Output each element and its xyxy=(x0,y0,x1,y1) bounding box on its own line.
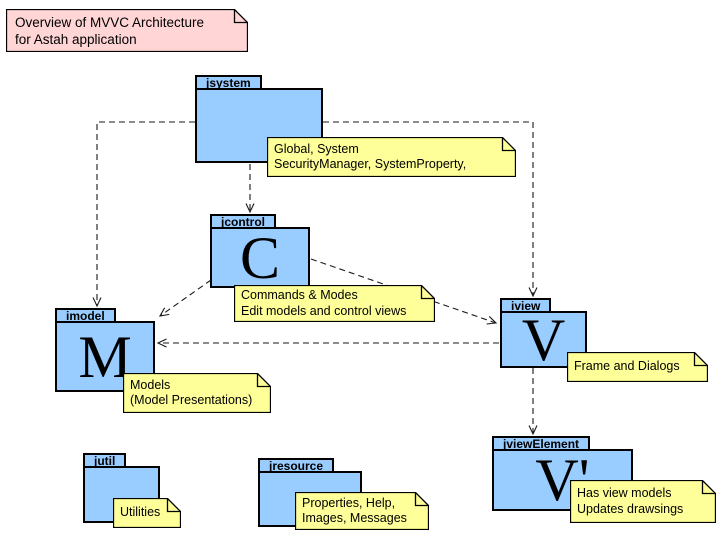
package-imodel-letter: M xyxy=(78,323,132,390)
dependency-jcontrol-to-imodel[interactable] xyxy=(158,279,212,317)
package-jresource-tab: jresource xyxy=(258,458,335,473)
note-imodel[interactable]: Models (Model Presentations) xyxy=(123,373,271,413)
package-jviewElement-tab: jviewElement xyxy=(492,436,591,451)
package-jsystem-label: jsystem xyxy=(206,76,251,90)
package-jutil-label: jutil xyxy=(94,454,116,468)
dependency-jsystem-to-imodel[interactable] xyxy=(92,121,195,308)
note-paper-shape xyxy=(113,498,181,528)
note-jresource[interactable]: Properties, Help, Images, Messages xyxy=(295,492,429,530)
note-paper-shape xyxy=(267,137,516,177)
package-jviewElement-label: jviewElement xyxy=(503,437,580,451)
package-imodel-tab: imodel xyxy=(55,308,116,323)
note-jviewElement-line2: Updates drawsings xyxy=(577,501,684,516)
note-paper-shape xyxy=(6,9,248,52)
note-jviewElement-line1: Has view models xyxy=(577,486,672,500)
package-jcontrol-label: jcontrol xyxy=(221,215,265,229)
package-iview-tab: iview xyxy=(500,298,552,313)
note-jsystem[interactable]: Global, System SecurityManager, SystemPr… xyxy=(267,137,516,177)
note-paper-shape xyxy=(123,373,271,413)
note-jsystem-line2: SecurityManager, SystemProperty, xyxy=(274,157,467,171)
note-iview-line1: Frame and Dialogs xyxy=(574,359,680,374)
note-diagram-title[interactable]: Overview of MVVC Architecture for Astah … xyxy=(6,9,248,52)
note-title-line1: Overview of MVVC Architecture xyxy=(15,14,205,30)
package-jcontrol[interactable]: jcontrol C xyxy=(210,214,310,288)
package-jcontrol-tab: jcontrol xyxy=(210,214,276,229)
dependency-jcontrol-to-iview[interactable] xyxy=(310,258,498,325)
package-imodel-label: imodel xyxy=(66,309,105,323)
note-paper-shape xyxy=(570,480,716,523)
note-jutil-line1: Utilities xyxy=(120,505,161,520)
package-jcontrol-body: C xyxy=(210,227,310,288)
note-iview[interactable]: Frame and Dialogs xyxy=(567,352,708,382)
note-jresource-line2: Images, Messages xyxy=(302,511,407,525)
note-paper-shape xyxy=(234,285,435,322)
package-jresource-label: jresource xyxy=(269,459,324,473)
note-jcontrol-line2: Edit models and control views xyxy=(241,303,407,318)
note-jcontrol-line1: Commands & Modes xyxy=(241,288,358,302)
package-iview-letter: V xyxy=(521,306,566,373)
note-imodel-line2: (Model Presentations) xyxy=(130,393,253,407)
note-jresource-line1: Properties, Help, xyxy=(302,495,396,510)
note-paper-shape xyxy=(567,352,708,382)
note-jutil[interactable]: Utilities xyxy=(113,498,181,528)
package-jutil-tab: jutil xyxy=(83,453,127,468)
package-jutil[interactable]: jutil xyxy=(83,453,160,523)
package-imodel-body: M xyxy=(55,321,155,392)
package-jsystem-tab: jsystem xyxy=(195,75,262,90)
package-iview-label: iview xyxy=(511,299,541,313)
dependency-jsystem-to-iview[interactable] xyxy=(323,121,538,298)
note-jcontrol[interactable]: Commands & Modes Edit models and control… xyxy=(234,285,435,322)
note-jviewElement[interactable]: Has view models Updates drawsings xyxy=(570,480,716,523)
note-paper-shape xyxy=(295,492,429,530)
package-jsystem[interactable]: jsystem xyxy=(195,75,323,163)
package-imodel[interactable]: imodel M xyxy=(55,308,155,392)
note-jsystem-line1: Global, System xyxy=(274,141,359,156)
note-imodel-line1: Models xyxy=(130,377,171,392)
note-title-line2: for Astah application xyxy=(15,31,137,47)
package-jcontrol-letter: C xyxy=(239,224,281,291)
